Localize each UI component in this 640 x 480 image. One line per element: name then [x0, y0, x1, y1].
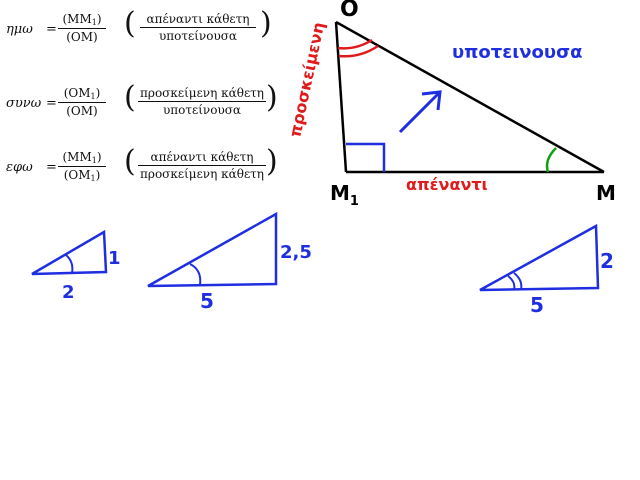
formula-tan-words: απέναντι κάθετη προσκείμενη κάθετη [138, 150, 266, 181]
angle-arc-top-1 [337, 38, 373, 50]
small-triangle-3-shape [479, 223, 600, 292]
formula-cos-equals: = [46, 96, 57, 111]
vertex-label-M1: M1 [330, 181, 359, 209]
small-triangle-1-angle-arc [65, 254, 74, 274]
formula-cos-left-paren: ( [124, 80, 136, 115]
formula-tan: εφω = (MM1) (OM1) ( απέναντι κάθετη προσ… [0, 144, 290, 186]
small-triangle-2-height-label: 2,5 [280, 242, 312, 263]
vertex-label-O: O [340, 0, 359, 22]
formula-cos-denominator: (OM) [66, 104, 98, 118]
formula-sin-words: απέναντι κάθετη υποτείνουσα [140, 12, 256, 43]
right-angle-marker [346, 142, 386, 172]
label-adjacent: προσκείμενη [285, 20, 328, 138]
formula-sin-denominator: (OM) [66, 30, 98, 44]
main-triangle-hypotenuse [335, 20, 605, 174]
formula-tan-left-paren: ( [124, 144, 136, 179]
formula-tan-numerator: (MM1) [62, 150, 102, 165]
formula-sin-left-paren: ( [124, 6, 136, 41]
small-triangle-1-shape [31, 229, 108, 276]
small-triangle-1-base-label: 2 [62, 282, 75, 303]
formula-tan-words-denominator: προσκείμενη κάθετη [140, 167, 264, 181]
formula-cos: συνω = (OM1) (OM) ( προσκείμενη κάθετη υ… [0, 80, 290, 122]
formula-tan-fraction: (MM1) (OM1) [58, 150, 106, 183]
small-triangle-3-base-label: 5 [530, 293, 544, 317]
formula-tan-right-paren: ) [266, 144, 278, 179]
arrow-shaft [398, 90, 442, 134]
small-triangle-1-height-label: 1 [108, 248, 121, 269]
formula-tan-name: εφω [6, 160, 33, 175]
small-triangle-2: 5 2,5 [147, 211, 312, 313]
formula-sin-name: ημω [6, 22, 33, 37]
formula-cos-right-paren: ) [266, 80, 278, 115]
small-triangle-3-height-label: 2 [600, 249, 614, 273]
small-triangle-3-angle-arc-1 [507, 275, 516, 291]
label-hypotenuse: υποτεινουσα [452, 42, 582, 63]
small-triangle-2-angle-arc [189, 263, 202, 286]
formula-sin-words-denominator: υποτείνουσα [158, 29, 238, 43]
formula-sin-equals: = [46, 22, 57, 37]
angle-arc-omega [545, 147, 557, 173]
label-opposite: απέναντι [406, 175, 488, 194]
formula-cos-numerator: (OM1) [63, 86, 101, 101]
arrow-head-icon [421, 90, 442, 111]
formula-tan-denominator: (OM1) [63, 168, 101, 183]
main-triangle: O M1 M υποτεινουσα προσκείμενη απέναντι [285, 0, 616, 209]
formula-cos-words-denominator: υποτείνουσα [162, 103, 242, 117]
formula-sin-fraction: (MM1) (OM) [58, 12, 106, 45]
small-triangle-2-base-label: 5 [200, 289, 214, 313]
formula-tan-equals: = [46, 160, 57, 175]
formula-cos-words: προσκείμενη κάθετη υποτείνουσα [138, 86, 266, 117]
formula-sin-words-numerator: απέναντι κάθετη [146, 12, 250, 26]
small-triangle-3-angle-arc-2 [513, 272, 523, 291]
small-triangle-1: 2 1 [31, 229, 121, 303]
formula-tan-words-numerator: απέναντι κάθετη [150, 150, 254, 164]
angle-arc-top-2 [338, 44, 379, 58]
formula-cos-fraction: (OM1) (OM) [58, 86, 106, 119]
formula-cos-name: συνω [6, 96, 42, 111]
formula-sin-numerator: (MM1) [62, 12, 102, 27]
vertex-label-M: M [596, 181, 616, 205]
formula-sin-right-paren: ) [260, 6, 272, 41]
small-triangle-2-shape [147, 211, 278, 288]
formula-cos-words-numerator: προσκείμενη κάθετη [140, 86, 264, 100]
main-triangle-left-side [334, 21, 348, 173]
formula-sin: ημω = (MM1) (OM) ( απέναντι κάθετη υποτε… [0, 6, 290, 48]
small-triangle-3: 5 2 [479, 223, 614, 317]
